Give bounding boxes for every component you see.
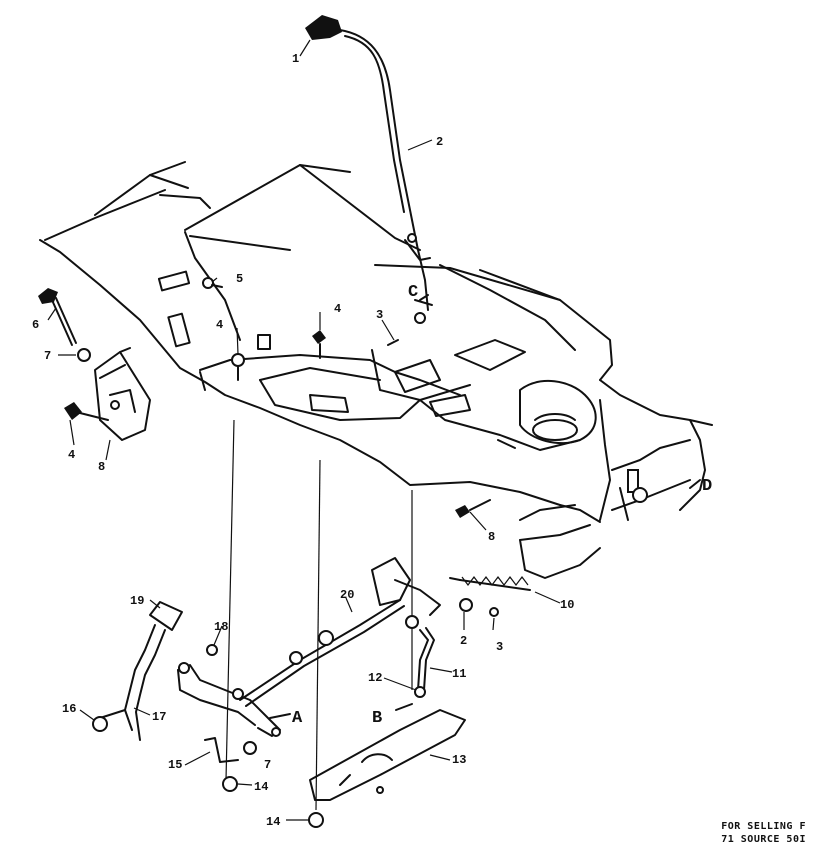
callout-4-top-left: 4 [216, 318, 223, 332]
callout-4-left: 4 [68, 448, 75, 462]
callout-7-left: 7 [44, 349, 51, 363]
leader-lines [47, 39, 561, 821]
callout-20: 20 [340, 588, 354, 602]
ref-letter-c: C [408, 283, 418, 302]
callout-2: 2 [436, 135, 443, 149]
ref-letter-d: D [702, 477, 712, 496]
footrest-body [39, 161, 713, 579]
callout-14-center: 14 [254, 780, 268, 794]
callout-5: 5 [236, 272, 243, 286]
callout-10: 10 [560, 598, 574, 612]
callout-1: 1 [292, 52, 299, 66]
callout-12: 12 [368, 671, 382, 685]
callout-18: 18 [214, 620, 228, 634]
lower-linkage [92, 294, 701, 828]
callout-13: 13 [452, 753, 466, 767]
callout-3-lower: 3 [496, 640, 503, 654]
footer-line-1: FOR SELLING F [721, 821, 806, 832]
left-bracket-parts [38, 288, 151, 441]
source-footer: FOR SELLING F 71 SOURCE 50I [721, 820, 806, 846]
callout-6: 6 [32, 318, 39, 332]
alignment-lines [225, 419, 413, 811]
ref-letter-a: A [292, 709, 303, 728]
callout-3: 3 [376, 308, 383, 322]
callout-8-right: 8 [488, 530, 495, 544]
reference-letters: A B C D [292, 283, 712, 728]
callout-11: 11 [452, 667, 466, 681]
callout-14-bottom: 14 [266, 815, 280, 829]
callout-2-lower: 2 [460, 634, 467, 648]
deck-cutouts [157, 270, 648, 521]
callout-19: 19 [130, 594, 144, 608]
lift-lever [305, 15, 433, 324]
callout-7-lower: 7 [264, 758, 271, 772]
footer-line-2: 71 SOURCE 50I [721, 834, 806, 845]
callout-8-left: 8 [98, 460, 105, 474]
ref-letter-b: B [372, 709, 382, 728]
callout-labels: 1 2 5 4 4 3 6 7 4 8 8 10 2 3 11 12 13 14… [32, 52, 574, 829]
callout-15: 15 [168, 758, 182, 772]
small-hardware [202, 277, 491, 518]
callout-4-top-center: 4 [334, 302, 341, 316]
callout-17: 17 [152, 710, 166, 724]
callout-16: 16 [62, 702, 76, 716]
